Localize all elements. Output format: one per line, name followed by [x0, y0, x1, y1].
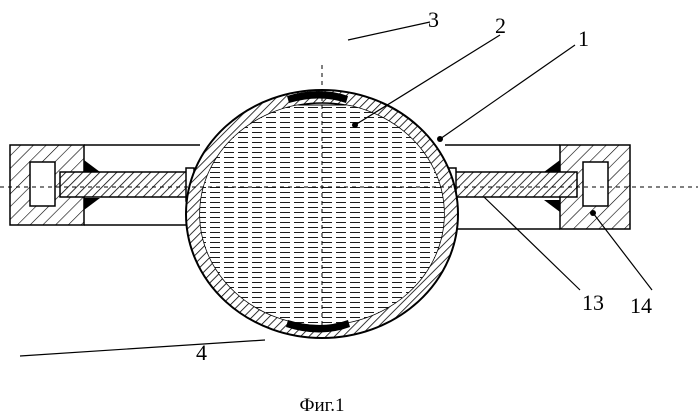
label-2: 2: [495, 13, 506, 38]
left-rod: [60, 168, 194, 201]
right-rod: [448, 168, 577, 201]
label-1: 1: [578, 26, 589, 51]
label-3: 3: [428, 7, 439, 32]
label-4: 4: [196, 340, 207, 365]
right-mount-slot: [583, 162, 608, 206]
left-mount-slot: [30, 162, 55, 206]
label-13: 13: [582, 290, 604, 315]
figure-caption: Фиг.1: [299, 395, 344, 416]
label-14: 14: [630, 293, 652, 318]
